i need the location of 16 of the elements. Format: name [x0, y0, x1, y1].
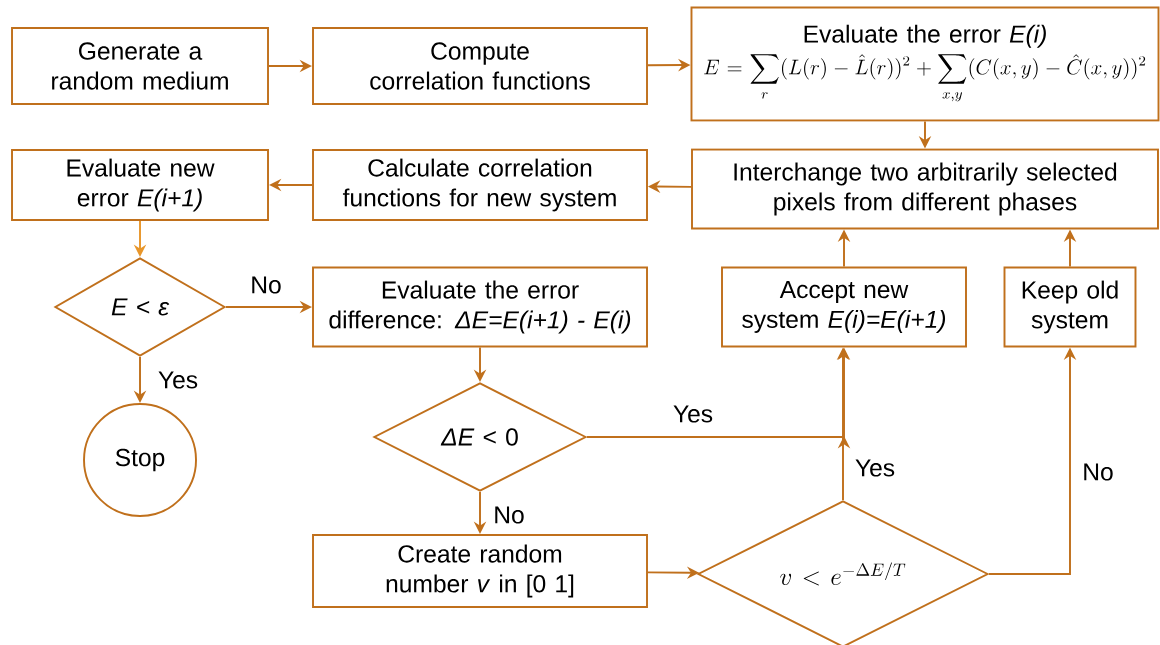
- process-box: Generate a random medium: [11, 27, 269, 105]
- edge-label: Yes: [671, 403, 715, 425]
- process-box: Interchange two arbitrarily selected pixels from different phases: [691, 148, 1159, 230]
- process-box: Evaluate the error difference: ΔE=E(i+1) - E(i): [312, 266, 648, 348]
- process-box: Compute correlation functions: [312, 27, 648, 105]
- edge-label: No: [1080, 461, 1116, 483]
- edge-label: No: [248, 274, 284, 296]
- edge-label: No: [491, 504, 527, 526]
- process-box: Evaluate the error E(i) $E = \sum_{r} (L(r) - \hat{L}(r))^2 + \sum_{x,y} (C(x,y) - \hat{C}(x,y))^2$: [690, 6, 1160, 122]
- edge-label: Yes: [853, 457, 897, 479]
- process-box: Keep old system: [1003, 266, 1137, 348]
- process-box: Evaluate new error E(i+1): [11, 149, 269, 221]
- process-box: Calculate correlation functions for new system: [312, 149, 648, 221]
- process-box: Accept new system E(i)=E(i+1): [721, 266, 967, 348]
- process-box: Create random number v in [0 1]: [312, 534, 648, 608]
- edge-label: Yes: [156, 369, 200, 391]
